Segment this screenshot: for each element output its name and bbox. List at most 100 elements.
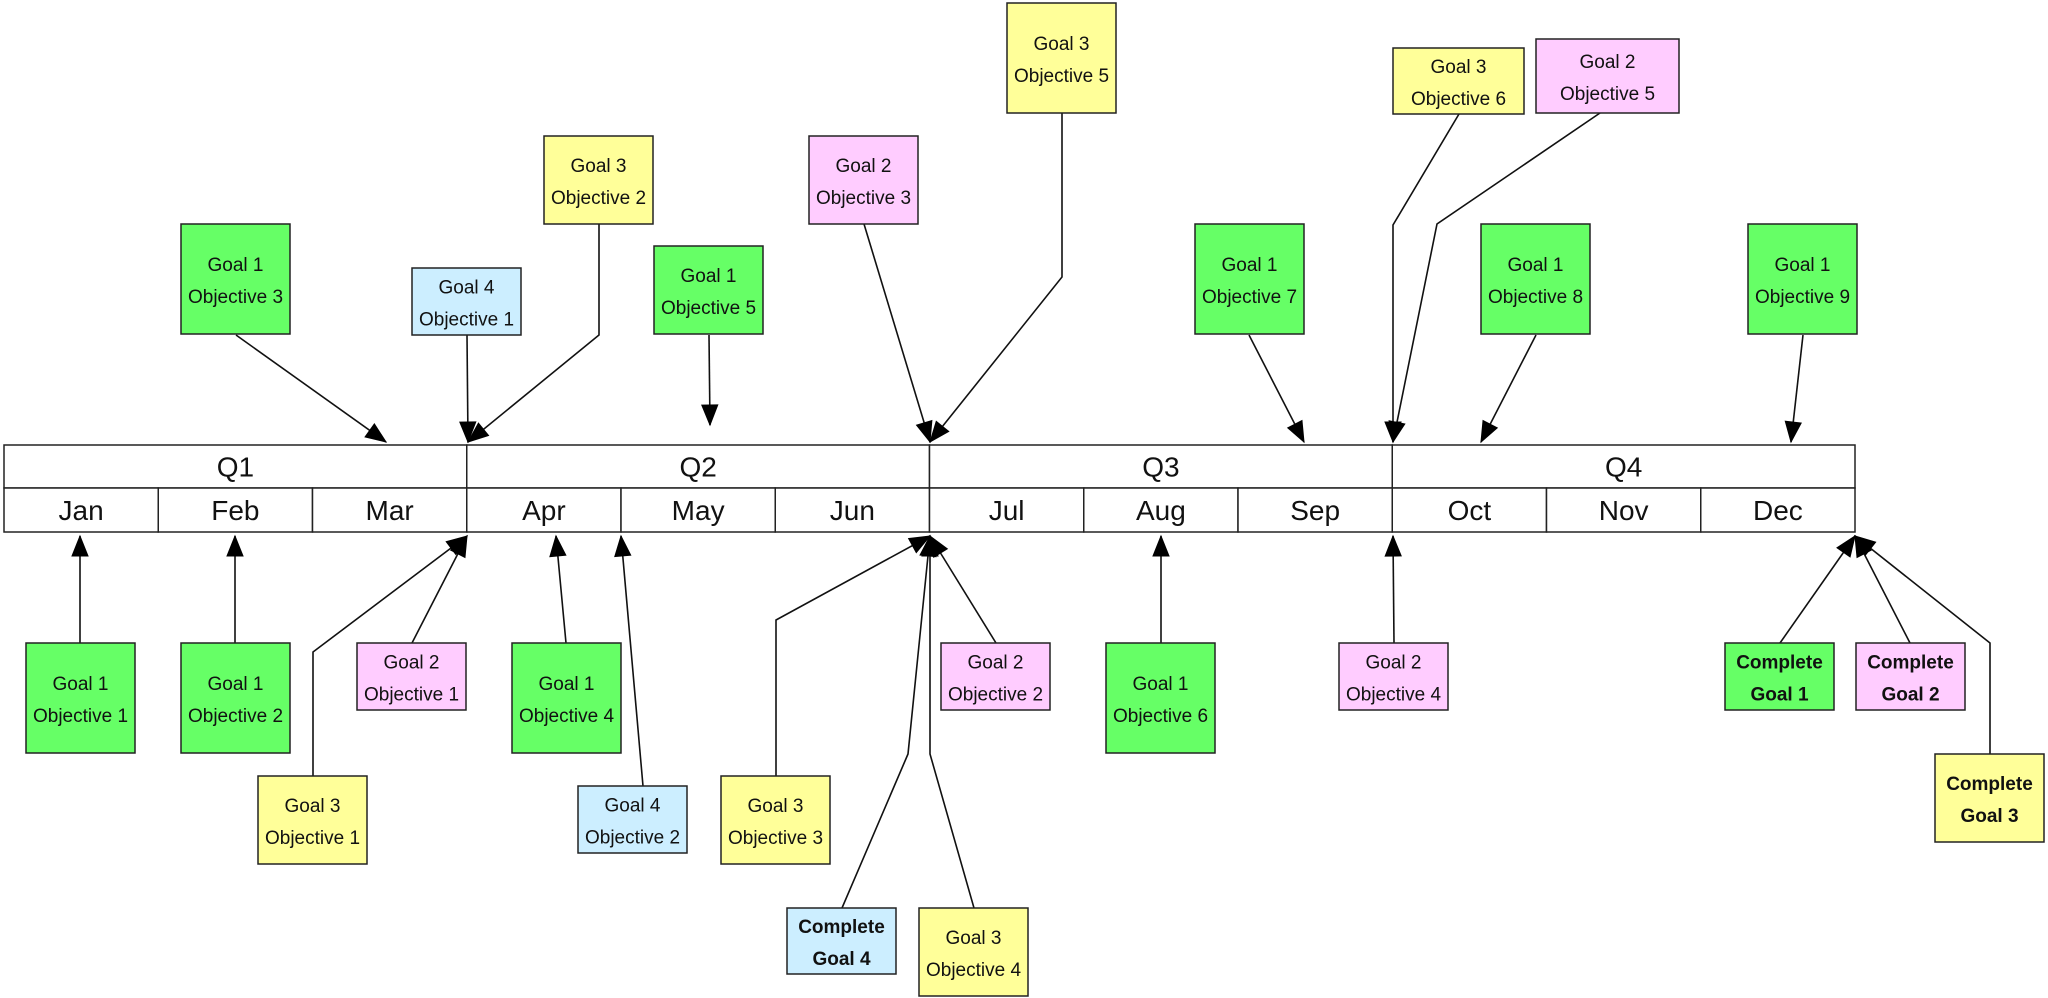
box-line-2: Objective 2 — [585, 828, 680, 849]
objective-box-g4o1: Goal 4 Objective 1 — [411, 267, 522, 336]
box-line-2: Objective 9 — [1755, 287, 1850, 308]
arrowhead-icon — [614, 534, 632, 558]
month-cell-nov: Nov — [1545, 487, 1702, 533]
box-line-2: Objective 8 — [1488, 287, 1583, 308]
connectors-layer — [71, 112, 1991, 909]
box-line-1: Complete — [798, 917, 885, 938]
objective-box-g1o5: Goal 1 Objective 5 — [653, 245, 764, 335]
box-line-1: Goal 2 — [1580, 52, 1636, 73]
arrowhead-icon — [226, 534, 244, 557]
connector-g1o7 — [1248, 334, 1305, 444]
month-cell-sep: Sep — [1237, 487, 1393, 533]
month-label: Mar — [366, 495, 414, 526]
box-line-1: Goal 1 — [1133, 674, 1189, 695]
box-line-1: Goal 2 — [384, 653, 440, 674]
box-line-2: Objective 1 — [265, 828, 360, 849]
connector-g1o1 — [71, 534, 89, 643]
box-line-1: Goal 1 — [681, 266, 737, 287]
objective-box-g1o4: Goal 1 Objective 4 — [511, 642, 622, 754]
arrowhead-icon — [549, 534, 567, 558]
connector-g3o5 — [929, 113, 1063, 444]
month-cell-mar: Mar — [311, 487, 468, 533]
box-line-1: Goal 3 — [1431, 57, 1487, 78]
box-line-1: Goal 4 — [605, 796, 661, 817]
arrowhead-icon — [915, 419, 933, 444]
box-line-1: Goal 1 — [1775, 255, 1831, 276]
arrowhead-icon — [929, 420, 950, 444]
connector-g1o5 — [701, 334, 719, 427]
box-line-2: Objective 4 — [519, 706, 614, 727]
box-line-2: Objective 5 — [661, 298, 756, 319]
month-cell-apr: Apr — [466, 487, 622, 533]
objective-box-g1o9: Goal 1 Objective 9 — [1747, 223, 1858, 335]
connector-g3o6 — [1384, 113, 1460, 444]
month-label: Jul — [989, 495, 1025, 526]
box-line-1: Goal 1 — [208, 255, 264, 276]
connector-cg4 — [841, 534, 937, 909]
objective-box-g4o2: Goal 4 Objective 2 — [577, 785, 688, 854]
box-line-2: Goal 4 — [812, 949, 871, 970]
connector-g2o1 — [411, 534, 468, 644]
connector-g1o9 — [1784, 334, 1804, 444]
box-line-1: Complete — [1867, 653, 1954, 674]
box-line-2: Objective 1 — [33, 706, 128, 727]
connector-g3o2 — [466, 224, 600, 443]
box-line-1: Goal 1 — [539, 674, 595, 695]
month-label: Oct — [1448, 495, 1492, 526]
connector-g3o4 — [921, 534, 975, 909]
month-cell-feb: Feb — [157, 487, 314, 533]
month-label: Dec — [1753, 495, 1803, 526]
connector-g2o5 — [1388, 112, 1601, 444]
arrowhead-icon — [1836, 534, 1856, 558]
box-line-2: Goal 1 — [1750, 685, 1809, 706]
month-cell-dec: Dec — [1700, 487, 1856, 533]
box-line-1: Goal 3 — [571, 156, 627, 177]
box-line-2: Objective 1 — [419, 310, 514, 331]
connector-g1o8 — [1480, 334, 1537, 444]
connector-g4o2 — [614, 534, 644, 787]
box-line-1: Goal 3 — [285, 796, 341, 817]
connector-cg3 — [1853, 535, 1991, 754]
month-cell-jun: Jun — [774, 487, 931, 533]
box-line-2: Objective 7 — [1202, 287, 1297, 308]
box-line-1: Goal 3 — [946, 928, 1002, 949]
month-label: Aug — [1136, 495, 1186, 526]
box-line-2: Goal 3 — [1960, 806, 2018, 827]
box-line-1: Goal 1 — [53, 674, 109, 695]
month-label: May — [672, 495, 725, 526]
box-line-1: Goal 4 — [439, 278, 495, 299]
quarter-cell-q1: Q1 — [3, 444, 468, 489]
connector-g4o1 — [459, 334, 477, 444]
month-cell-oct: Oct — [1391, 487, 1548, 533]
connector-cg2 — [1854, 534, 1911, 644]
arrowhead-icon — [1384, 534, 1402, 557]
connector-g1o6 — [1152, 534, 1170, 643]
box-line-2: Objective 2 — [551, 188, 646, 209]
month-label: Jan — [59, 495, 104, 526]
objective-box-g3o1: Goal 3 Objective 1 — [257, 775, 368, 865]
arrowhead-icon — [466, 422, 490, 443]
arrowhead-icon — [1784, 420, 1802, 444]
box-line-1: Complete — [1736, 653, 1823, 674]
quarter-cell-q2: Q2 — [466, 444, 931, 489]
connector-g2o4 — [1384, 534, 1402, 644]
month-cell-jul: Jul — [928, 487, 1085, 533]
box-line-1: Goal 2 — [968, 653, 1024, 674]
box-line-2: Objective 2 — [188, 706, 283, 727]
month-cell-jan: Jan — [3, 487, 159, 533]
arrowhead-icon — [364, 422, 388, 443]
box-line-2: Objective 3 — [816, 188, 911, 209]
arrowhead-icon — [449, 534, 468, 559]
